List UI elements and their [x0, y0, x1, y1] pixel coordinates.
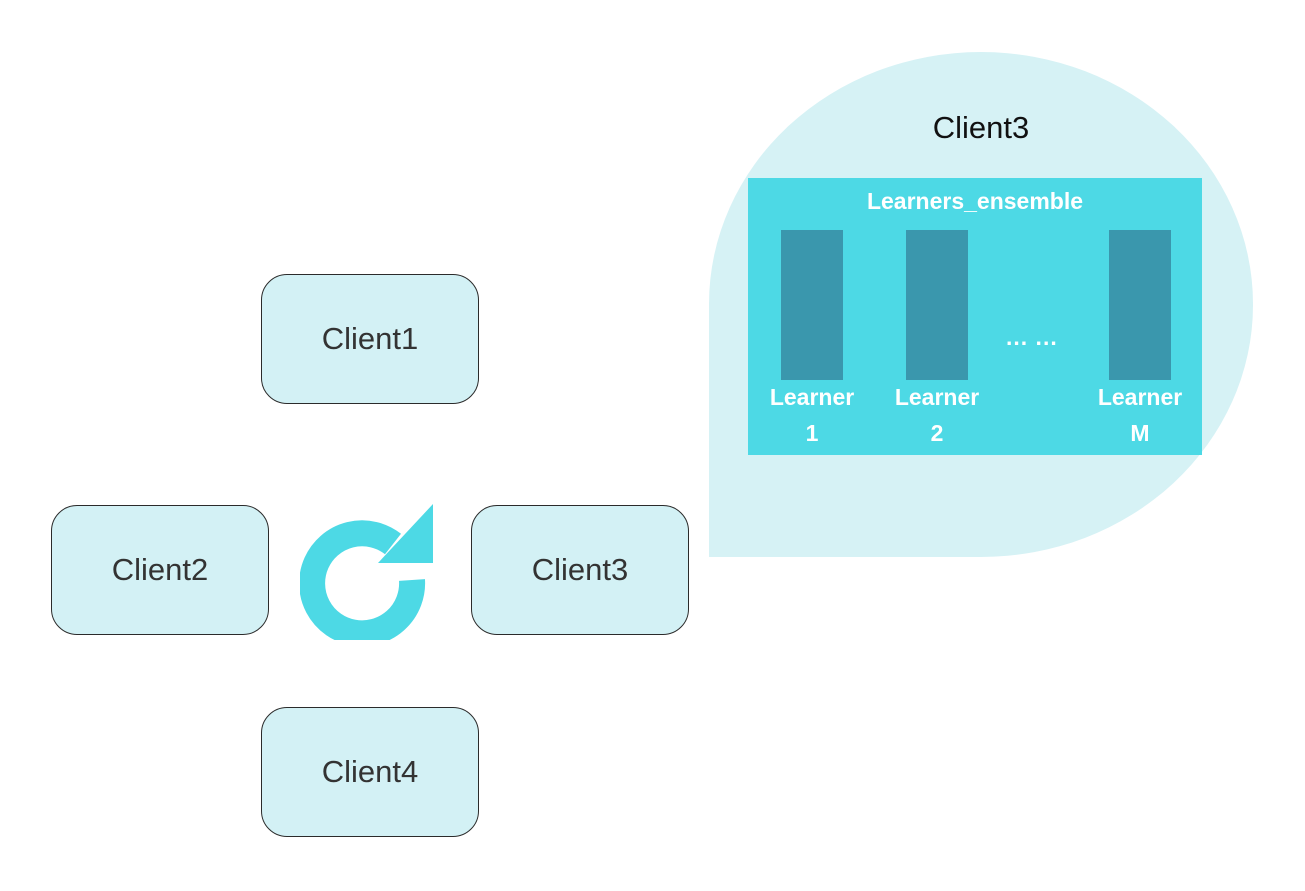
- learner-m-bar: [1109, 230, 1171, 380]
- learner-m-label-line1: Learner: [1097, 384, 1183, 410]
- learner-1-label: Learner 1: [757, 379, 867, 451]
- learner-2-bar: [906, 230, 968, 380]
- learner-m-label: Learner M: [1085, 379, 1195, 451]
- learners-ensemble-box: Learners_ensemble ... ... Learner 1 Lear…: [748, 178, 1202, 455]
- client2-box: Client2: [51, 505, 269, 635]
- client3-box: Client3: [471, 505, 689, 635]
- client3-detail-title: Client3: [932, 110, 1030, 145]
- learner-2-label: Learner 2: [882, 379, 992, 451]
- learner-1-bar: [781, 230, 843, 380]
- client1-box: Client1: [261, 274, 479, 404]
- learners-ellipsis: ... ...: [1006, 324, 1058, 350]
- learners-ensemble-title: Learners_ensemble: [866, 188, 1084, 214]
- learner-2-label-line1: Learner: [894, 384, 980, 410]
- learner-m-label-line2: M: [1130, 420, 1150, 446]
- learner-1-label-line1: Learner: [769, 384, 855, 410]
- client4-box: Client4: [261, 707, 479, 837]
- refresh-cycle-icon: [300, 504, 433, 640]
- learner-1-label-line2: 1: [805, 420, 819, 446]
- learner-2-label-line2: 2: [930, 420, 944, 446]
